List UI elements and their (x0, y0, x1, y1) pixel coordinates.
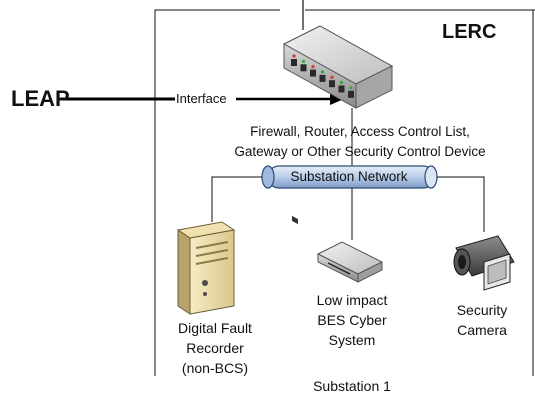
network-label: Substation Network (290, 169, 408, 184)
appliance-port (348, 90, 354, 98)
device-caption-line2: Gateway or Other Security Control Device (234, 144, 486, 159)
port-led (311, 65, 315, 69)
lerc-label: LERC (442, 21, 497, 43)
camera-label-line1: Security (456, 302, 508, 318)
leap-label: LEAP (11, 86, 70, 111)
dfr-label-line3: (non-BCS) (181, 360, 249, 376)
bes-label-line2: BES Cyber (317, 312, 387, 328)
appliance-port (300, 64, 307, 72)
port-leds (291, 54, 354, 98)
bes-label: Low impact BES Cyber System (300, 290, 404, 350)
port-led (320, 70, 325, 74)
appliance-ports (292, 215, 298, 225)
bes-label-line1: Low impact (316, 292, 388, 308)
video-camera-icon (453, 235, 515, 291)
dfr-label-line2: Recorder (186, 340, 244, 356)
port-led (301, 59, 306, 63)
interface-label: Interface (175, 91, 228, 107)
dfr-label-line1: Digital Fault (178, 320, 252, 336)
port-led (330, 75, 334, 79)
camera-label-line2: Camera (457, 322, 507, 338)
port-led (292, 54, 296, 58)
appliance-port (338, 85, 345, 93)
appliance-port (310, 69, 316, 77)
lerc-boundary (154, 9, 280, 376)
appliance-port (329, 80, 335, 88)
appliance-port (319, 74, 326, 82)
appliance-port (291, 59, 297, 66)
branch-to-dfr (211, 176, 262, 222)
substation-network-pipe (261, 165, 438, 189)
branch-to-camera (437, 176, 485, 232)
port-led (339, 80, 344, 85)
port-led (349, 86, 353, 90)
dfr-label: Digital Fault Recorder (non-BCS) (160, 318, 270, 378)
device-caption-line1: Firewall, Router, Access Control List, (250, 124, 470, 139)
network-device-icon (316, 241, 384, 283)
bes-label-line3: System (328, 332, 376, 348)
site-label: Substation 1 (313, 378, 391, 394)
server-tower-icon (176, 221, 236, 315)
camera-label: Security Camera (440, 300, 524, 340)
